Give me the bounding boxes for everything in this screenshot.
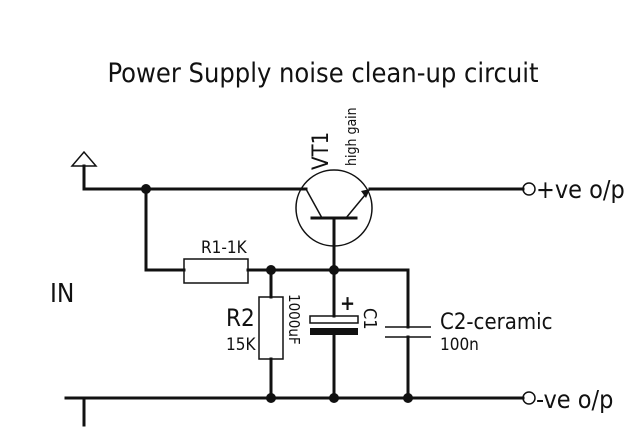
- diagram-title: Power Supply noise clean-up circuit: [107, 58, 538, 89]
- pos-output-terminal: [522, 182, 536, 196]
- resistor-r2: [258, 296, 284, 360]
- transistor-note: high gain: [344, 107, 360, 166]
- transistor-vt1: [295, 169, 373, 272]
- r2-value: 15K: [226, 335, 256, 355]
- c2-name: C2-ceramic: [440, 310, 553, 335]
- c1-plus-sign: +: [340, 291, 355, 315]
- junction-c2-bottom: [403, 393, 413, 403]
- r1-label: R1-1K: [201, 238, 248, 258]
- r2-name: R2: [226, 304, 255, 332]
- junction-top-left: [141, 184, 151, 194]
- capacitor-c1-plate-top: [309, 315, 359, 324]
- neg-output-terminal: [522, 391, 536, 405]
- c1-value: 1000uF: [285, 294, 303, 345]
- junction-c1-bottom: [329, 393, 339, 403]
- c2-value: 100n: [440, 335, 479, 355]
- capacitor-c1-plate-bottom: [310, 328, 358, 335]
- resistor-r1: [183, 258, 249, 284]
- pos-output-label: +ve o/p: [536, 175, 625, 204]
- c1-name: C1: [359, 308, 380, 330]
- neg-output-label: -ve o/p: [536, 385, 613, 414]
- transistor-name: VT1: [309, 132, 334, 170]
- ground-icon: [64, 396, 104, 427]
- junction-r2-bottom: [266, 393, 276, 403]
- supply-input-arrow-icon: [70, 150, 98, 191]
- input-label: IN: [50, 279, 74, 309]
